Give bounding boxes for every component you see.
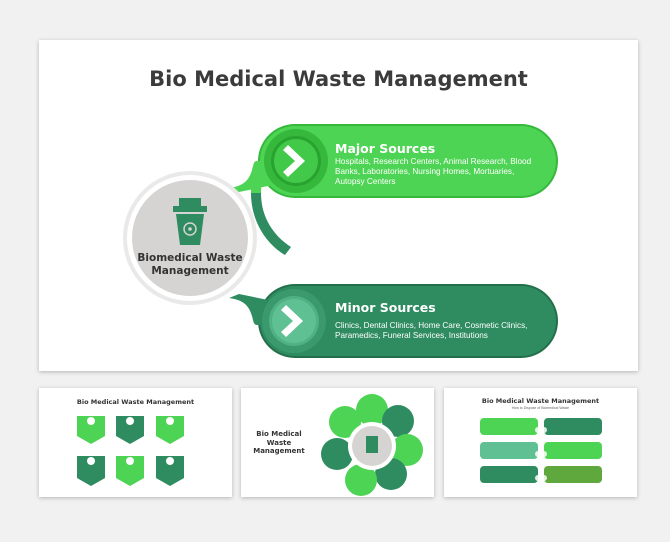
thumb3-subtitle: How to Dispose of Biomedical Waste xyxy=(511,406,570,410)
thumbnail-slide-2[interactable]: Bio Medical Waste Management xyxy=(241,388,434,497)
slide-title: Bio Medical Waste Management xyxy=(149,67,528,91)
major-sources-pill xyxy=(229,124,558,198)
thumbnail-slide-1[interactable]: Bio Medical Waste Management xyxy=(39,388,232,497)
center-label: Biomedical Waste Management xyxy=(137,252,243,277)
thumb2-cycle-diagram xyxy=(321,394,423,496)
minor-chevron-badge xyxy=(262,289,326,353)
thumb1-title: Bio Medical Waste Management xyxy=(76,398,195,406)
thumb3-step-bars xyxy=(480,418,602,483)
minor-sources-pill xyxy=(229,284,558,358)
major-chevron-badge xyxy=(264,129,328,193)
chevron-right-icon xyxy=(283,145,305,177)
thumbnail-slide-3[interactable]: Bio Medical Waste Management How to Disp… xyxy=(444,388,637,497)
minor-sources-title: Minor Sources xyxy=(335,300,436,315)
connector-bottom xyxy=(251,193,291,255)
biohazard-bin-icon xyxy=(173,198,207,245)
thumb2-title: Bio Medical Waste Management xyxy=(253,430,305,455)
chevron-right-icon xyxy=(281,305,303,337)
main-slide[interactable]: Bio Medical Waste Management xyxy=(39,40,638,371)
minor-sources-text: Clinics, Dental Clinics, Home Care, Cosm… xyxy=(335,321,528,340)
diagram xyxy=(123,124,558,358)
major-sources-text: Hospitals, Research Centers, Animal Rese… xyxy=(335,157,532,186)
major-sources-title: Major Sources xyxy=(335,141,436,156)
thumb3-title: Bio Medical Waste Management xyxy=(481,397,600,405)
thumb1-shields xyxy=(77,416,184,486)
